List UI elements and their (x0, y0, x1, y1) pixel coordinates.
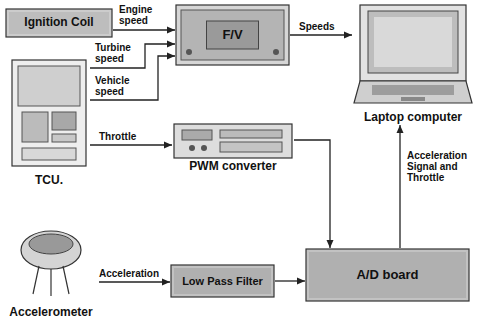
arrow-head (297, 278, 305, 285)
arrow-head (162, 279, 170, 286)
node-label: TCU. (8, 174, 90, 188)
node-label: PWM converter (172, 160, 294, 174)
connector-line (399, 125, 400, 248)
signal-label: Acceleration (98, 268, 160, 279)
converter-device: F/V (175, 4, 290, 66)
board-box: A/D board (305, 248, 470, 302)
arrow-head (327, 240, 334, 248)
device-illustration (8, 58, 90, 188)
node-label: Accelerometer (3, 306, 99, 320)
connector-line (294, 140, 330, 248)
laptop-illustration: Laptop computer (352, 3, 474, 125)
signal-arrow (275, 278, 305, 285)
signal-label: Speeds (298, 21, 336, 32)
sensor-illustration: Accelerometer (3, 228, 99, 320)
signal-arrow (294, 140, 334, 248)
filter-box: Low Pass Filter (170, 264, 275, 298)
signal-arrow (90, 142, 172, 149)
arrow-head (397, 125, 404, 133)
signal-arrow (90, 41, 175, 69)
signal-arrow (99, 279, 170, 286)
connector-line (290, 34, 352, 35)
arrow-head (167, 41, 175, 48)
arrow-head (167, 53, 175, 60)
signal-label: Acceleration Signal and Throttle (406, 150, 478, 183)
node-label: F/V (222, 28, 242, 43)
node-label: Ignition Coil (24, 16, 93, 30)
signal-arrow (290, 32, 352, 39)
node-label: Laptop computer (352, 111, 474, 125)
node-label: A/D board (356, 268, 418, 283)
connector-line (99, 281, 170, 282)
arrow-head (164, 142, 172, 149)
device-box: Ignition Coil (5, 8, 113, 38)
signal-arrow (397, 125, 404, 248)
arrow-head (344, 32, 352, 39)
signal-label: Vehicle speed (94, 75, 146, 97)
connector-line (113, 29, 175, 30)
control-unit: TCU. (8, 58, 90, 188)
converter-device: PWM converter (172, 122, 294, 174)
signal-label: Throttle (98, 131, 137, 142)
connector-line (90, 144, 172, 145)
signal-arrow (113, 27, 175, 34)
arrow-head (167, 27, 175, 34)
signal-label: Turbine speed (94, 42, 144, 64)
node-label: Low Pass Filter (182, 275, 263, 288)
signal-label: Engine speed (118, 4, 170, 26)
device-illustration (352, 3, 474, 125)
